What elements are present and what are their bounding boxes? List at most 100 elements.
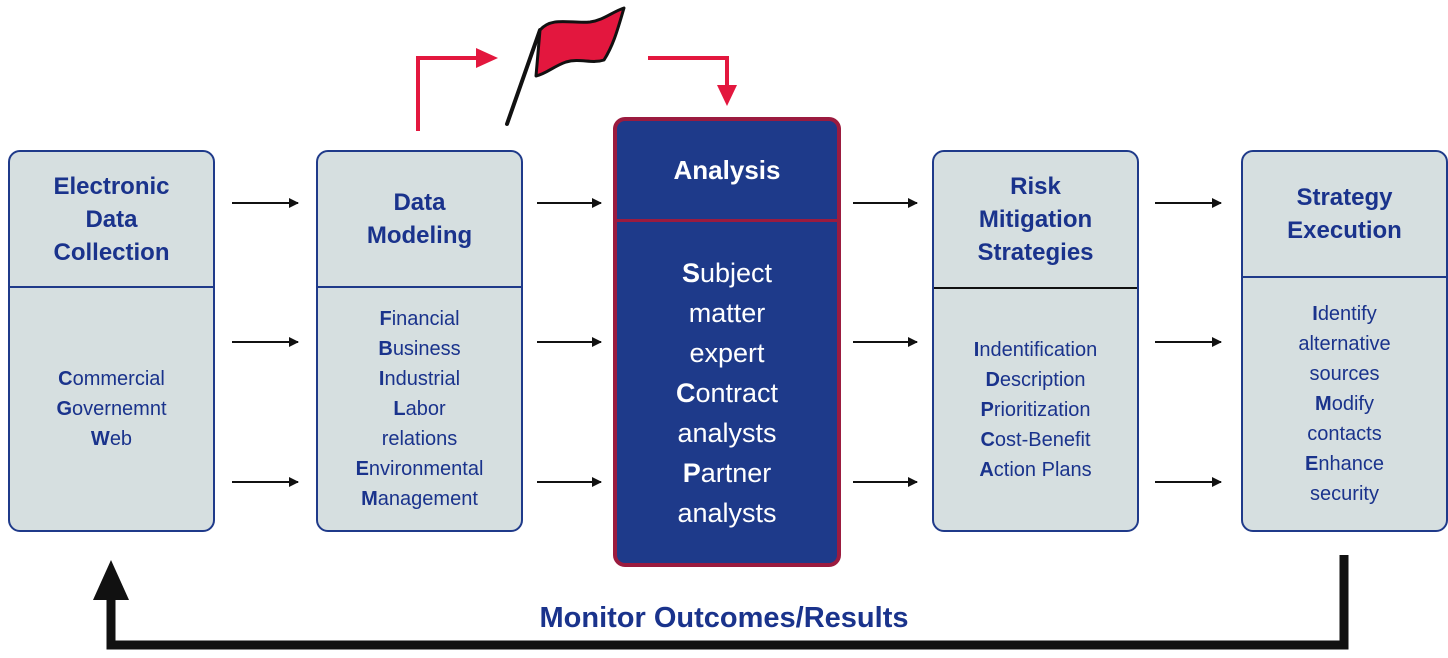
item-text: nhance (1318, 453, 1384, 475)
box-divider (10, 286, 213, 288)
item-initial: F (379, 308, 392, 330)
box-title-line: Electronic (53, 172, 170, 200)
item-text: security (1310, 483, 1379, 505)
item-text: eb (109, 428, 133, 450)
box-title-line: Strategies (977, 239, 1094, 266)
box-item: Environmental (356, 454, 484, 484)
box-item: Partner (683, 453, 772, 493)
item-initial: G (56, 398, 73, 420)
box-item: Financial (379, 304, 459, 334)
item-text: alternative (1298, 333, 1391, 355)
box-item: Business (378, 334, 460, 364)
item-initial: A (979, 458, 994, 481)
red-flag-icon (505, 6, 626, 126)
box-item: contacts (1307, 419, 1381, 449)
box-title-line: Modeling (366, 222, 473, 249)
box-item: analysts (677, 493, 776, 533)
item-text: contacts (1307, 423, 1382, 445)
box-item: sources (1309, 359, 1379, 389)
box-item: Identify (1312, 299, 1377, 329)
box-item: relations (382, 424, 458, 454)
box-title: Analysis (617, 121, 837, 219)
box-title-line: Collection (53, 238, 170, 266)
box-divider (934, 287, 1137, 289)
item-text: ontract (695, 377, 779, 408)
item-initial: W (90, 428, 110, 450)
item-initial: I (973, 338, 980, 361)
box-item: Prioritization (980, 395, 1090, 425)
box-item: Enhance (1305, 449, 1384, 479)
box-item: alternative (1298, 329, 1390, 359)
item-text: escription (999, 368, 1086, 391)
item-initial: M (361, 488, 378, 510)
box-item: Web (91, 424, 132, 454)
monitor-outcomes-label: Monitor Outcomes/Results (539, 602, 909, 634)
item-text: matter (688, 297, 766, 328)
item-text: analysts (677, 417, 777, 448)
item-text: ommercial (72, 368, 165, 390)
box-item: analysts (677, 413, 776, 453)
box-divider (617, 219, 837, 222)
item-initial: E (1305, 453, 1319, 475)
item-text: artner (700, 457, 772, 488)
box-divider (318, 286, 521, 288)
box-item: expert (689, 333, 764, 373)
item-text: nvironmental (368, 458, 484, 480)
box-item: Modify (1315, 389, 1374, 419)
box-item: Governemnt (56, 394, 166, 424)
box-title-line: Data (85, 205, 138, 233)
item-text: odify (1331, 393, 1374, 415)
item-text: sources (1309, 363, 1380, 385)
box-item: Indentification (974, 335, 1097, 365)
item-text: usiness (392, 338, 461, 360)
item-initial: D (985, 368, 1000, 391)
box-item: matter (689, 293, 766, 333)
item-text: expert (689, 337, 765, 368)
item-text: ction Plans (993, 458, 1092, 481)
item-initial: L (393, 398, 406, 420)
box-title-line: Risk (1010, 173, 1061, 200)
box-item: Commercial (58, 364, 165, 394)
box-divider (1243, 276, 1446, 278)
item-initial: C (980, 428, 995, 451)
box-item: Cost-Benefit (980, 425, 1090, 455)
item-text: relations (381, 428, 458, 450)
item-initial: B (378, 338, 393, 360)
item-text: abor (405, 398, 446, 420)
item-text: ost-Benefit (994, 428, 1091, 451)
item-initial: C (675, 377, 696, 408)
box-title-line: Strategy (1296, 184, 1393, 211)
box-title-line: Data (393, 189, 446, 216)
box-item: Action Plans (979, 455, 1091, 485)
box-item: Subject (682, 253, 772, 293)
item-text: anagement (377, 488, 478, 510)
item-text: inancial (391, 308, 460, 330)
item-initial: M (1315, 393, 1332, 415)
box-title-line: Analysis (673, 154, 781, 185)
item-initial: I (1312, 303, 1318, 325)
item-text: ubject (699, 257, 773, 288)
box-item: Contract (676, 373, 778, 413)
box-item: Management (361, 484, 478, 514)
item-text: rioritization (993, 398, 1091, 421)
flow-arrows (232, 198, 1222, 487)
item-text: overnemnt (72, 398, 167, 420)
box-item: security (1310, 479, 1379, 509)
item-text: ndentification (979, 338, 1098, 361)
item-initial: P (682, 457, 701, 488)
item-initial: S (681, 257, 700, 288)
